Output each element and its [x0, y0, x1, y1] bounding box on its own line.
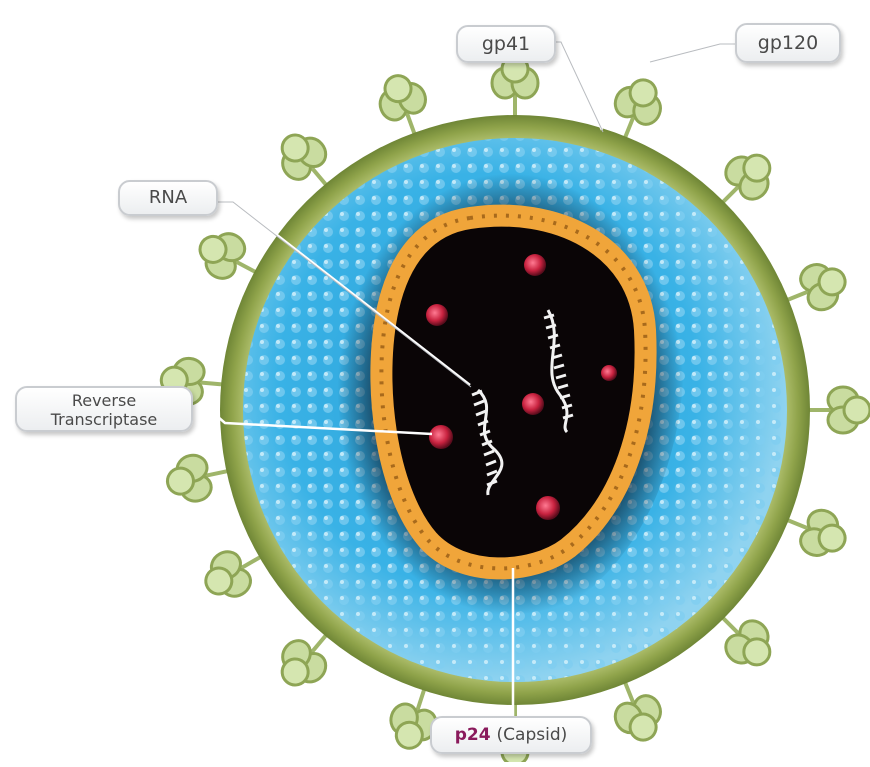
- label-rt-line-2: Transcriptase: [17, 410, 191, 429]
- label-gp41: gp41: [456, 25, 556, 63]
- label-rt-line-1: Reverse: [17, 391, 191, 410]
- label-rna: RNA: [118, 180, 218, 216]
- label-gp120: gp120: [735, 23, 841, 63]
- label-p24-rest: (Capsid): [497, 725, 568, 745]
- label-p24-strong: p24: [455, 725, 491, 745]
- label-gp120-text: gp120: [758, 32, 818, 54]
- capsid-shell: [381, 216, 645, 569]
- label-gp41-text: gp41: [482, 33, 530, 55]
- label-p24-capsid: p24 (Capsid): [430, 716, 592, 754]
- label-reverse-transcriptase: Reverse Transcriptase: [15, 386, 193, 432]
- label-rna-text: RNA: [149, 187, 187, 208]
